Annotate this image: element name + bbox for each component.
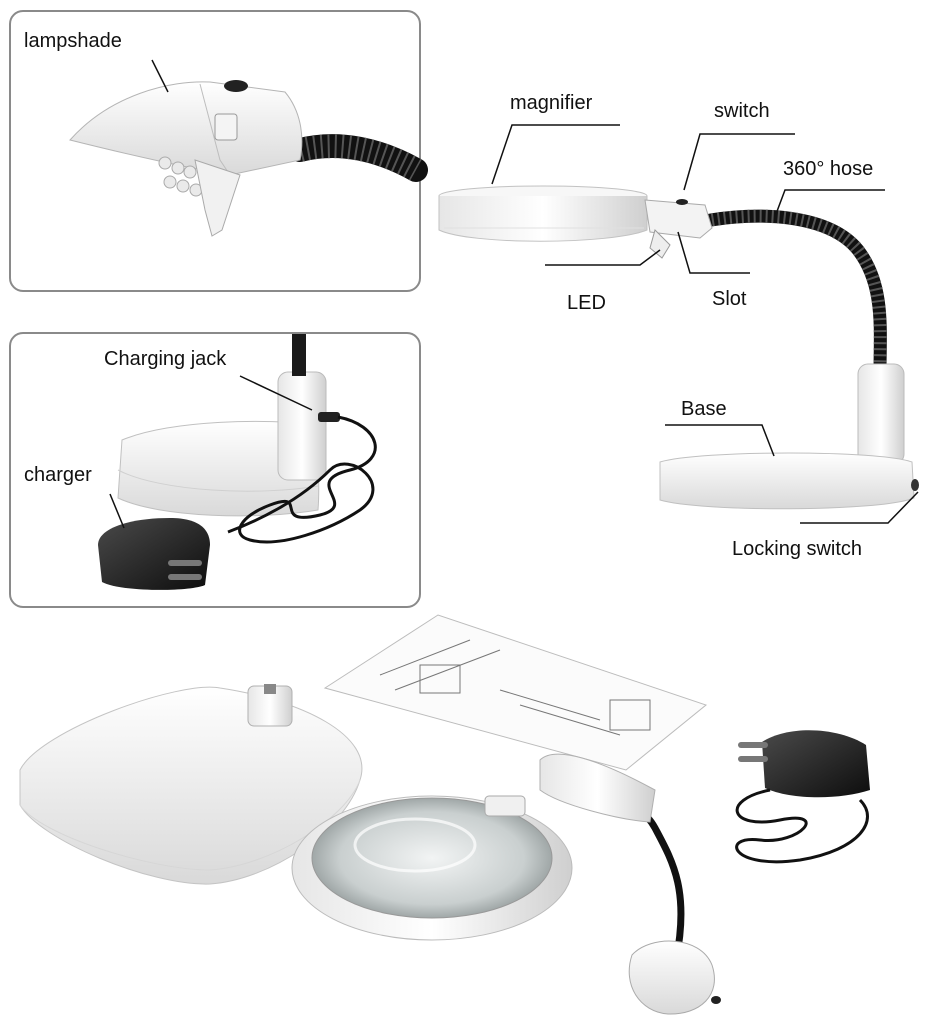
assembled-lamp [438, 185, 919, 510]
led-leader [545, 249, 661, 266]
label-charging-jack: Charging jack [104, 348, 227, 370]
label-base: Base [681, 398, 727, 420]
magnifier-leader [491, 124, 620, 185]
slot-leader [677, 231, 750, 274]
package-contents [19, 614, 870, 1015]
label-hose: 360° hose [783, 158, 874, 180]
base-leader [665, 424, 775, 457]
charger-leader [109, 493, 125, 529]
charging-jack-leader [239, 375, 313, 411]
hose-leader [775, 189, 885, 215]
label-charger: charger [24, 464, 92, 486]
label-lampshade: lampshade [24, 30, 122, 52]
label-switch: switch [714, 100, 770, 122]
label-led: LED [567, 292, 606, 314]
charger-closeup [98, 334, 377, 590]
locking-switch-leader [800, 491, 919, 524]
lampshade-closeup [69, 80, 428, 237]
lampshade-leader [151, 59, 169, 93]
label-locking-switch: Locking switch [732, 538, 863, 560]
switch-leader [683, 133, 795, 191]
label-slot: Slot [712, 288, 747, 310]
label-magnifier: magnifier [510, 92, 593, 114]
